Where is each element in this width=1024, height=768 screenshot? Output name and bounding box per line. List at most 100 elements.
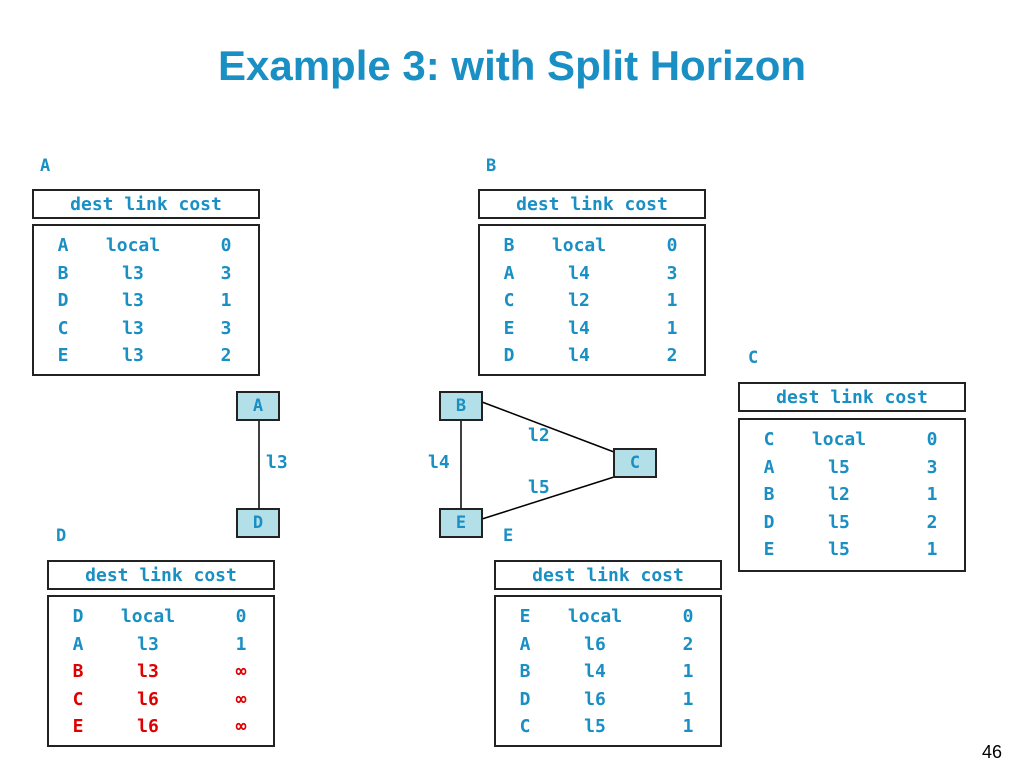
cell-cost: 3	[666, 262, 678, 284]
cell-cost: 2	[682, 633, 694, 655]
cell-link: l6	[137, 688, 159, 710]
cell-link: local	[551, 235, 607, 256]
table-a-header: dest link cost	[32, 189, 260, 219]
cell-link: l4	[568, 317, 590, 339]
cell-link: l6	[584, 688, 606, 710]
cell-dest: D	[72, 606, 84, 627]
cell-link: l5	[828, 539, 850, 560]
cell-dest: C	[519, 716, 531, 737]
table-e-label: E	[503, 526, 514, 546]
link-label-l5: l5	[528, 477, 550, 498]
cell-dest: E	[519, 606, 531, 627]
table-b-header: dest link cost	[478, 189, 706, 219]
node-b: B	[439, 391, 483, 421]
link-label-l3: l3	[266, 452, 288, 473]
cell-link: l4	[568, 262, 590, 284]
cell-cost: 2	[666, 345, 678, 366]
cell-link: local	[105, 235, 161, 256]
edge-l5	[481, 476, 615, 520]
cell-link: l3	[122, 262, 144, 284]
cell-dest: D	[763, 511, 775, 533]
cell-link: l5	[584, 716, 606, 737]
cell-cost: 1	[666, 290, 678, 311]
table-c-header: dest link cost	[738, 382, 966, 412]
cell-cost: ∞	[235, 661, 247, 682]
cell-link: local	[120, 606, 176, 627]
cell-cost: 3	[926, 456, 938, 478]
cell-dest: A	[72, 633, 84, 655]
cell-dest: B	[763, 484, 775, 505]
table-a-label: A	[40, 156, 51, 176]
cell-dest: E	[763, 539, 775, 560]
link-label-l2: l2	[528, 425, 550, 446]
cell-cost: 0	[220, 235, 232, 256]
page-title: Example 3: with Split Horizon	[217, 42, 807, 89]
cell-link: l4	[584, 661, 606, 682]
table-d-header: dest link cost	[47, 560, 275, 590]
cell-dest: C	[57, 317, 69, 339]
cell-cost: 2	[926, 511, 938, 533]
cell-dest: C	[503, 290, 515, 311]
cell-dest: A	[57, 235, 69, 256]
cell-dest: B	[503, 235, 515, 256]
link-label-l4: l4	[428, 452, 450, 473]
cell-link: l6	[137, 716, 159, 737]
cell-dest: B	[57, 262, 69, 284]
page-number: 46	[981, 742, 1002, 762]
cell-link: l3	[122, 290, 144, 311]
cell-link: l5	[828, 456, 850, 478]
cell-dest: D	[57, 290, 69, 311]
edge-l2	[481, 401, 615, 453]
cell-cost: 0	[682, 606, 694, 627]
cell-dest: D	[503, 345, 515, 366]
cell-cost: 1	[682, 716, 694, 737]
node-e: E	[439, 508, 483, 538]
cell-link: l2	[828, 484, 850, 505]
cell-dest: A	[519, 633, 531, 655]
table-d-label: D	[56, 526, 67, 546]
table-c-label: C	[748, 348, 759, 368]
cell-cost: 0	[235, 606, 247, 627]
cell-link: l6	[584, 633, 606, 655]
cell-dest: C	[763, 429, 775, 450]
cell-link: local	[567, 606, 623, 627]
node-c: C	[613, 448, 657, 478]
cell-dest: E	[72, 716, 84, 737]
cell-cost: 0	[926, 429, 938, 450]
cell-cost: 0	[666, 235, 678, 256]
cell-dest: E	[503, 317, 515, 339]
cell-dest: B	[72, 661, 84, 682]
cell-dest: B	[519, 661, 531, 682]
cell-cost: 3	[220, 262, 232, 284]
cell-link: local	[811, 429, 867, 450]
cell-cost: 1	[926, 539, 938, 560]
node-d: D	[236, 508, 280, 538]
cell-cost: 1	[220, 290, 232, 311]
cell-cost: ∞	[235, 688, 247, 710]
cell-cost: 1	[926, 484, 938, 505]
cell-dest: A	[763, 456, 775, 478]
